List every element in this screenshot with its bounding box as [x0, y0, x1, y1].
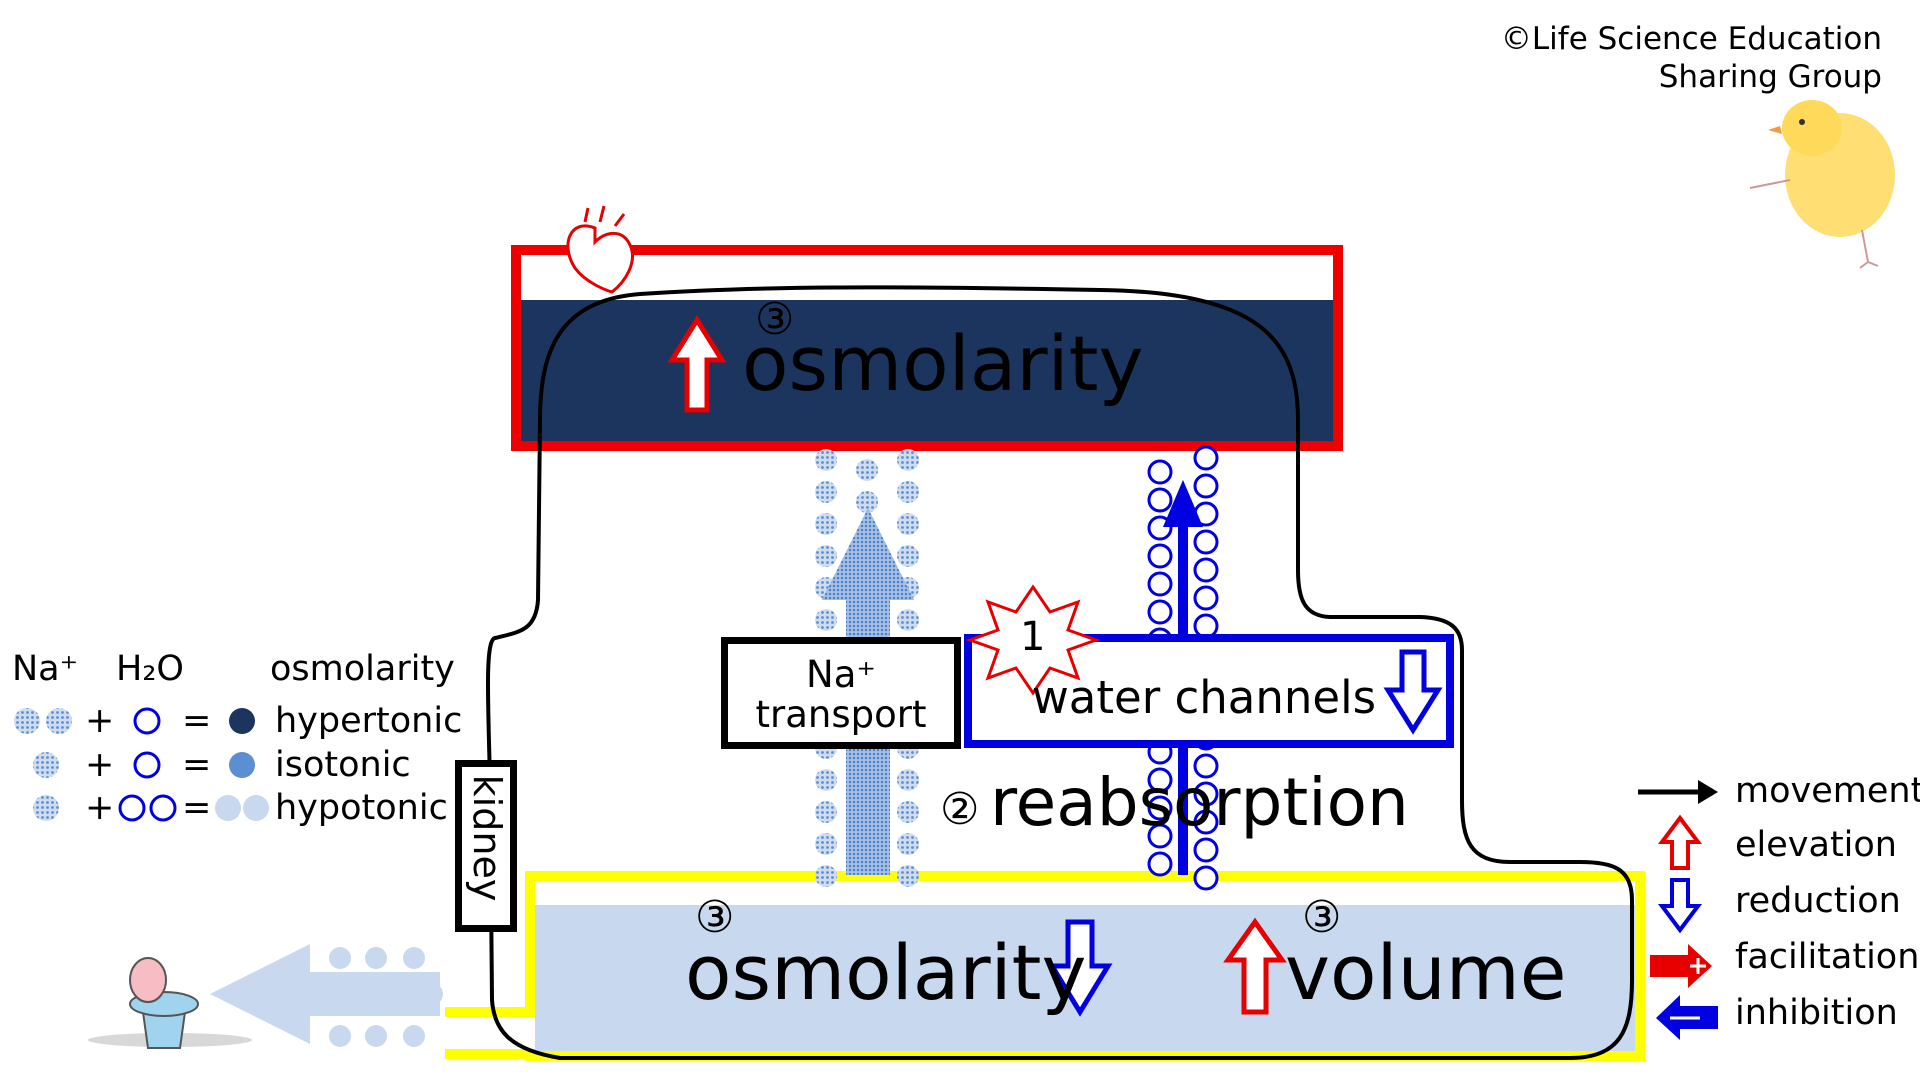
urine-volume-label: volume: [1285, 928, 1567, 1017]
legend-row-1-eq: =: [182, 701, 212, 741]
legend-row-3-eq: =: [182, 788, 212, 828]
particle: [815, 481, 837, 503]
na-transport-line2: transport: [755, 693, 927, 736]
credit-line-2: Sharing Group: [1658, 59, 1882, 95]
particle: [1147, 543, 1173, 569]
credit-line-1: ©Life Science Education: [1500, 21, 1882, 57]
legend-row-2-plus: +: [85, 745, 115, 785]
blood-osmolarity-label: osmolarity: [742, 319, 1144, 408]
particle: [1193, 445, 1219, 471]
particle: [1147, 487, 1173, 513]
urine-osm-reduction-arrow: [1047, 919, 1113, 1017]
particle: [1147, 823, 1173, 849]
kidney-tag: kidney: [455, 760, 517, 932]
particle: [815, 769, 837, 791]
toilet-icon: [88, 957, 252, 1049]
particle: [856, 491, 878, 513]
blood-compartment: [511, 245, 1343, 451]
particle: [389, 983, 411, 1005]
particle: [815, 833, 837, 855]
legend-header-osmolarity: osmolarity: [270, 649, 455, 689]
chick-icon: [1749, 100, 1895, 269]
particle: [897, 545, 919, 567]
na-transport-box: Na⁺ transport: [721, 637, 961, 749]
particle: [1193, 557, 1219, 583]
burst-icon: [965, 584, 1101, 696]
particle: [897, 801, 919, 823]
particle: [1193, 585, 1219, 611]
legend-inhibition: inhibition: [1735, 993, 1898, 1033]
particle: [329, 1025, 351, 1047]
legend-row-2-eq: =: [182, 745, 212, 785]
excretion-flow: [210, 944, 443, 1047]
reabsorption-label: reabsorption: [990, 764, 1409, 841]
urine-osmolarity-step: ③: [695, 892, 735, 943]
particle: [897, 481, 919, 503]
particle: [1193, 473, 1219, 499]
legend-row-3-plus: +: [85, 788, 115, 828]
particle: [815, 513, 837, 535]
legend-left-symbols: [14, 707, 269, 822]
particle: [1147, 851, 1173, 877]
legend-row-1-label: hypertonic: [275, 701, 463, 741]
legend-header-water: H₂O: [116, 649, 184, 689]
legend-row-3-label: hypotonic: [275, 788, 448, 828]
particle: [1193, 529, 1219, 555]
na-transport-line1: Na⁺: [806, 653, 876, 696]
legend-header-na: Na⁺: [12, 649, 79, 689]
particle: [815, 865, 837, 887]
particle: [1147, 459, 1173, 485]
particle: [403, 1025, 425, 1047]
particle: [1147, 599, 1173, 625]
particle: [897, 513, 919, 535]
water-channel-reduction-arrow: [1383, 649, 1443, 735]
urine-volume-step: ③: [1302, 892, 1342, 943]
particle: [1193, 809, 1219, 835]
particle: [365, 947, 387, 969]
particle: [365, 1025, 387, 1047]
particle: [1147, 767, 1173, 793]
legend-elevation: elevation: [1735, 825, 1897, 865]
particle: [897, 769, 919, 791]
particle: [1193, 865, 1219, 891]
particle: [1147, 795, 1173, 821]
kidney-label: kidney: [465, 774, 509, 902]
particle: [421, 983, 443, 1005]
legend-movement: movement: [1735, 771, 1920, 811]
legend-row-2-label: isotonic: [275, 745, 411, 785]
heart-icon: [566, 205, 634, 294]
particle: [897, 449, 919, 471]
particle: [815, 609, 837, 631]
urine-osmolarity-label: osmolarity: [685, 928, 1087, 1017]
blood-step-number: ③: [755, 294, 795, 345]
particle: [1193, 837, 1219, 863]
particle: [1193, 753, 1219, 779]
reabsorption-step-number: ②: [940, 784, 980, 835]
volume-elevation-arrow: [1223, 917, 1287, 1015]
kidney-outline: [485, 285, 1634, 1060]
particle: [815, 801, 837, 823]
legend-row-1-plus: +: [85, 701, 115, 741]
particle: [897, 865, 919, 887]
legend-right-symbols: [1638, 780, 1718, 1040]
particle: [897, 609, 919, 631]
legend-reduction: reduction: [1735, 881, 1901, 921]
particle: [897, 833, 919, 855]
particle: [1193, 781, 1219, 807]
water-channels-label: water channels: [1032, 671, 1377, 724]
particle: [815, 449, 837, 471]
blood-elevation-arrow: [667, 315, 727, 413]
particle: [1147, 571, 1173, 597]
legend-facilitation: facilitation: [1735, 937, 1920, 977]
particle: [815, 545, 837, 567]
particle: [403, 947, 425, 969]
burst-number: 1: [1020, 614, 1046, 660]
particle: [329, 947, 351, 969]
particle: [856, 459, 878, 481]
particle: [1193, 613, 1219, 639]
